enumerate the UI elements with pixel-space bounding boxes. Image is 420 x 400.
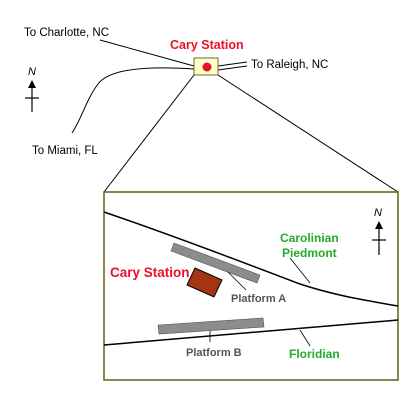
track-floridian — [103, 319, 399, 346]
label-cary-station-inset: Cary Station — [110, 265, 190, 280]
inset-frame — [103, 191, 399, 381]
north-arrow-icon: N — [25, 66, 39, 112]
inset-map: Cary Station Platform A Platform B Carol… — [103, 191, 399, 381]
label-platform-a: Platform A — [231, 293, 286, 305]
label-platform-b: Platform B — [186, 347, 242, 359]
label-to-raleigh: To Raleigh, NC — [251, 59, 328, 71]
platform-a — [170, 242, 261, 284]
station-dot-icon — [202, 62, 212, 72]
track-to-raleigh-1 — [217, 61, 248, 67]
label-to-charlotte: To Charlotte, NC — [24, 27, 109, 39]
platform-b — [157, 317, 265, 335]
inset-north-label: N — [374, 207, 382, 219]
leader-platform-a — [227, 271, 247, 291]
track-to-charlotte — [99, 39, 195, 67]
leader-floridian — [299, 329, 311, 347]
track-to-miami — [71, 67, 195, 134]
label-to-miami: To Miami, FL — [32, 145, 98, 157]
zoom-line-right — [217, 74, 399, 193]
label-piedmont: Piedmont — [282, 246, 337, 260]
zoom-line-left — [103, 74, 195, 193]
overview-map: To Charlotte, NC Cary Station To Raleigh… — [24, 27, 399, 193]
leader-carolinian-piedmont — [289, 257, 311, 284]
inset-north-arrow-icon: N — [372, 207, 386, 255]
label-carolinian: Carolinian — [280, 231, 339, 245]
north-label: N — [28, 66, 36, 78]
label-cary-station-overview: Cary Station — [170, 38, 244, 52]
track-carolinian-piedmont — [103, 211, 399, 307]
label-floridian: Floridian — [289, 347, 340, 361]
station-building — [186, 267, 223, 298]
track-to-raleigh-2 — [217, 65, 248, 71]
